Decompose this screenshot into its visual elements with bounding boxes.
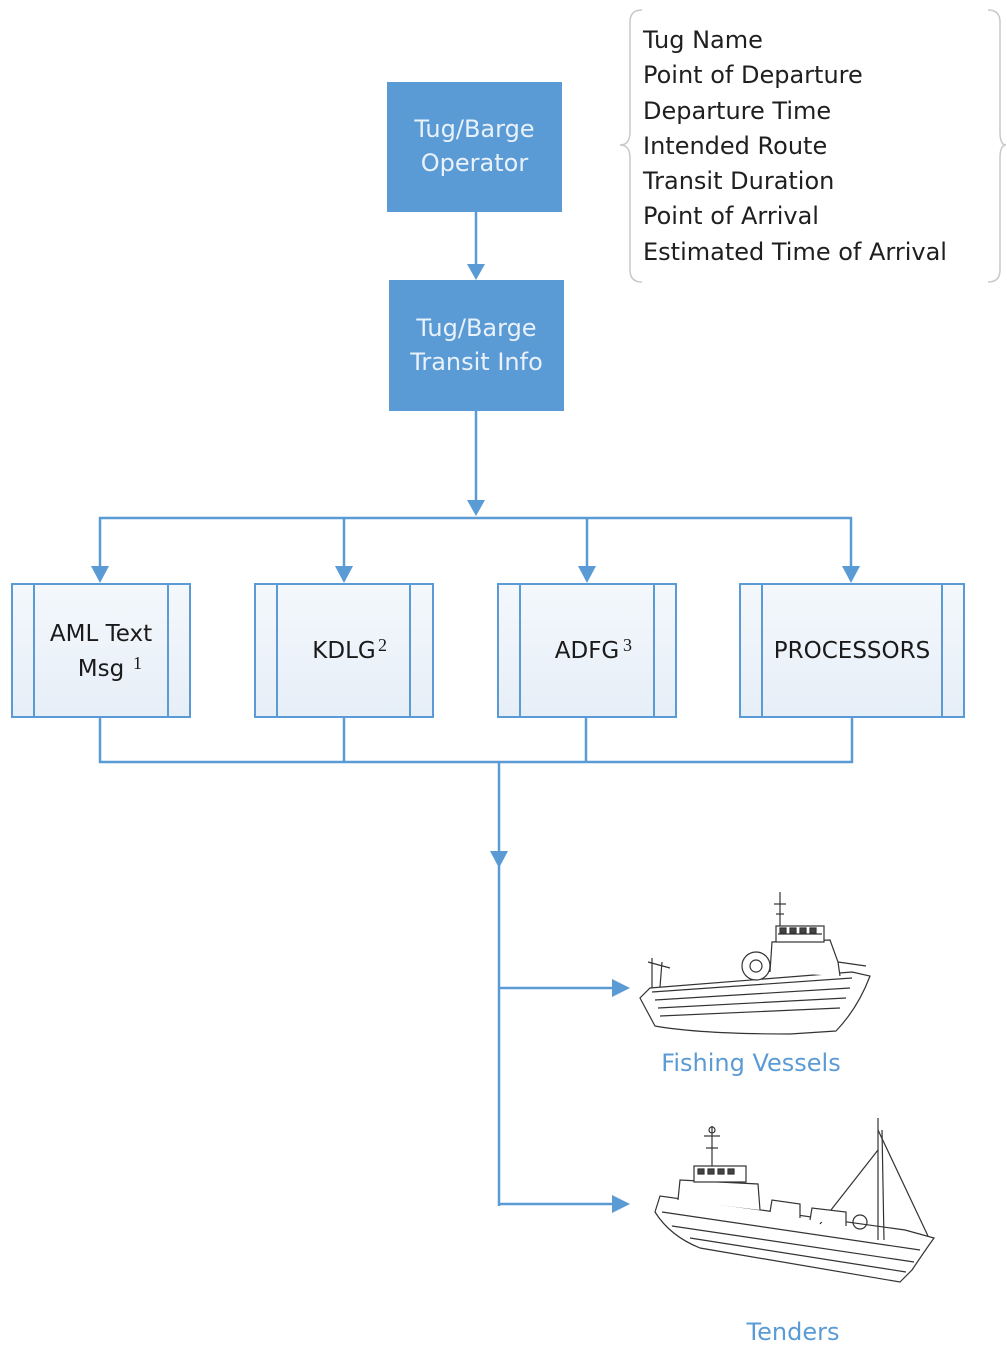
operator-box-line1: Tug/Barge xyxy=(413,115,534,143)
arrow-head xyxy=(467,264,485,280)
tenders-caption: Tenders xyxy=(746,1318,840,1345)
kdlg-box: KDLG 2 xyxy=(254,583,434,718)
tender-ship-icon xyxy=(654,1118,935,1283)
tender-hull xyxy=(654,1195,935,1283)
info-field: Intended Route xyxy=(643,132,827,160)
left-curly-brace xyxy=(619,9,643,283)
operator-box-line2: Operator xyxy=(421,149,529,177)
arrow-head xyxy=(91,566,109,583)
arrow-head xyxy=(335,566,353,583)
net-reel-hub xyxy=(749,959,763,973)
transit-info-box-line2: Transit Info xyxy=(409,348,543,376)
windows xyxy=(779,927,817,934)
processors-box: PROCESSORS xyxy=(739,583,965,718)
radar-dome xyxy=(708,1126,716,1134)
connectors xyxy=(98,212,854,1206)
hull-stripe xyxy=(661,1211,921,1251)
deck-gear xyxy=(809,1207,847,1226)
adfg-box: ADFG 3 xyxy=(497,583,677,718)
hull-stripe xyxy=(659,1007,841,1017)
aml-label-line2: Msg xyxy=(78,656,124,682)
tender-crane-mast xyxy=(881,1129,885,1241)
transit-info-box-shape xyxy=(389,280,564,411)
arrow-head xyxy=(842,566,860,583)
info-field: Estimated Time of Arrival xyxy=(643,238,947,266)
fishing-vessel-house xyxy=(769,939,841,977)
info-field: Departure Time xyxy=(643,97,831,125)
distribution-bus xyxy=(98,516,853,568)
bridge-windows xyxy=(697,1168,735,1175)
aml-label-line1: AML Text xyxy=(50,621,152,647)
info-field: Transit Duration xyxy=(642,167,834,195)
info-field: Point of Departure xyxy=(643,61,863,89)
kdlg-footnote: 2 xyxy=(378,635,387,655)
adfg-box-shape xyxy=(497,583,677,718)
hull-stripe xyxy=(689,1237,907,1273)
info-field: Point of Arrival xyxy=(643,202,819,230)
kdlg-box-shape xyxy=(254,583,434,718)
bow-rail xyxy=(837,961,867,967)
transit-info-box: Tug/Barge Transit Info xyxy=(389,280,564,411)
deck-reel xyxy=(852,1214,868,1230)
fishing-vessel-icon xyxy=(639,892,871,1035)
transit-info-box-line1: Tug/Barge xyxy=(415,314,536,342)
right-curly-brace xyxy=(987,9,1007,283)
aml-footnote: 1 xyxy=(133,653,142,673)
crane-boom xyxy=(877,1129,929,1237)
operator-box-shape xyxy=(387,82,562,212)
hull-stripe xyxy=(651,977,853,993)
net-reel xyxy=(741,951,771,981)
hull-stripe xyxy=(657,997,847,1009)
stern-rail xyxy=(647,961,671,969)
adfg-footnote: 3 xyxy=(623,635,632,655)
arrow-head xyxy=(612,1195,630,1213)
aml-text-msg-box: AML Text Msg 1 xyxy=(11,583,191,718)
info-field: Tug Name xyxy=(642,26,763,54)
operator-box: Tug/Barge Operator xyxy=(387,82,562,212)
arrow-head xyxy=(578,566,596,583)
processors-box-shape xyxy=(739,583,965,718)
adfg-label: ADFG xyxy=(555,638,620,664)
hull-stripe xyxy=(654,987,851,1001)
info-fields-annotation: Tug Name Point of Departure Departure Ti… xyxy=(619,9,1007,283)
arrow-head xyxy=(467,500,485,516)
arrow-head xyxy=(490,851,508,868)
hull-stripe xyxy=(671,1225,915,1263)
arrowheads xyxy=(91,264,860,1213)
arrow-head xyxy=(612,979,630,997)
aml-box-shape xyxy=(11,583,191,718)
fishing-vessels-caption: Fishing Vessels xyxy=(661,1049,840,1077)
collector-bus xyxy=(98,717,854,764)
deck-gear xyxy=(769,1199,801,1218)
processors-label: PROCESSORS xyxy=(774,638,930,664)
kdlg-label: KDLG xyxy=(312,638,375,664)
